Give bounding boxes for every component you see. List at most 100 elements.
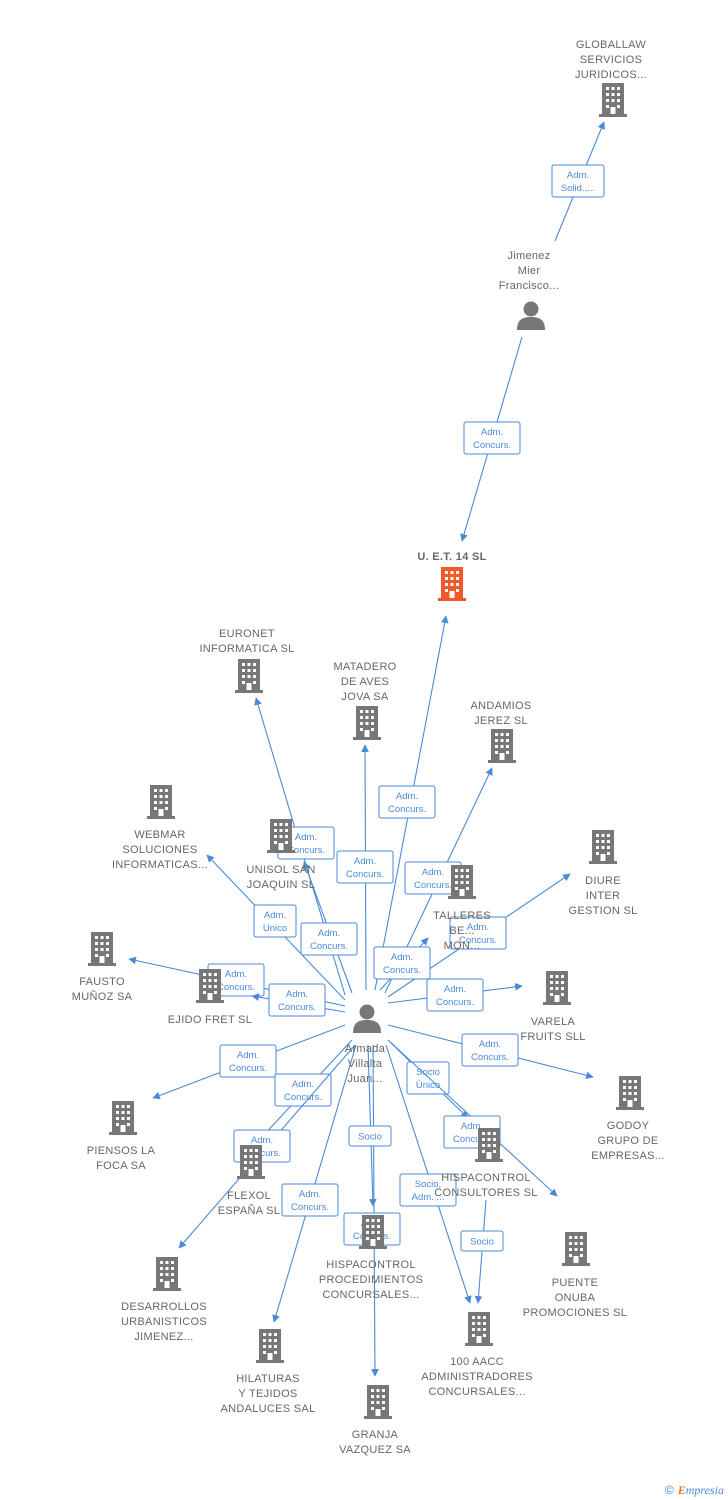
- edge-arm-flexol[interactable]: Adm.Concurs.: [261, 1039, 353, 1138]
- node-label: INFORMATICAS...: [112, 859, 208, 871]
- edge-arm-aacc[interactable]: Socio,Adm. ...: [385, 1044, 472, 1304]
- edge-jim-uet[interactable]: Adm.Concurs.: [460, 336, 523, 542]
- node-label: PIENSOS LA: [87, 1145, 156, 1157]
- edge-label-text: Adm.: [292, 1079, 314, 1090]
- edge-arm-varela[interactable]: Adm.Concurs.: [387, 978, 523, 1012]
- node-label: DESARROLLOS: [121, 1301, 207, 1313]
- node-webmar[interactable]: WEBMARSOLUCIONESINFORMATICAS...: [112, 785, 208, 871]
- edge-label-box[interactable]: [268, 983, 326, 1017]
- node-label: GRUPO DE: [597, 1135, 658, 1147]
- node-globallaw[interactable]: GLOBALLAWSERVICIOSJURIDICOS...: [575, 39, 647, 117]
- edge-label-box[interactable]: [281, 1183, 339, 1217]
- building-icon: [488, 729, 516, 763]
- edge-arm-granja[interactable]: Adm.Concurs.: [343, 1044, 401, 1377]
- edge-label-box[interactable]: [348, 1125, 392, 1147]
- node-label: ANDALUCES SAL: [221, 1403, 316, 1415]
- node-label: MATADERO: [333, 661, 396, 673]
- edge-arm-godoy[interactable]: Adm. Concurs.: [387, 1024, 594, 1080]
- node-jimenez[interactable]: JimenezMierFrancisco...: [499, 250, 559, 330]
- edge-arm-hilaturas[interactable]: Adm.Concurs.: [272, 1044, 357, 1323]
- edge-label-text: Concurs.: [278, 1002, 316, 1013]
- node-label: EURONET: [219, 628, 275, 640]
- edge-arm-puente[interactable]: Adm. Concurs.: [387, 1039, 558, 1197]
- node-label: CONCURSALES...: [428, 1386, 525, 1398]
- node-label: SOLUCIONES: [122, 844, 197, 856]
- edge-label-text: Concurs.: [383, 965, 421, 976]
- edge-label-box[interactable]: [426, 978, 484, 1012]
- building-icon: [589, 830, 617, 864]
- node-label: Jimenez: [507, 250, 550, 262]
- edge-label-text: Adm.: [467, 922, 489, 933]
- node-label: Y TEJIDOS: [238, 1388, 297, 1400]
- edge-label-text: Adm.: [444, 984, 466, 995]
- node-label: GESTION SL: [568, 905, 637, 917]
- edge-label-box[interactable]: [551, 164, 605, 198]
- edge-label-text: Concurs.: [473, 440, 511, 451]
- node-talleres[interactable]: TALLERESBE...MON...: [433, 865, 491, 952]
- edge-arm-diure[interactable]: Adm. Concurs.: [387, 873, 571, 998]
- building-icon: [438, 567, 466, 601]
- edge-label-text: Concurs.: [346, 869, 384, 880]
- edge-label-box[interactable]: [336, 850, 394, 884]
- edge-arm-unisol[interactable]: Adm.Concurs.: [300, 861, 358, 994]
- node-label: HISPACONTROL: [441, 1172, 531, 1184]
- edge-arm-andamios[interactable]: Adm. Concurs.: [384, 767, 493, 994]
- edge-arm-talleres[interactable]: Adm.Concurs.: [373, 937, 431, 991]
- edge-label-box[interactable]: [373, 946, 431, 980]
- edge-label-box[interactable]: [399, 1173, 457, 1207]
- building-icon: [235, 659, 263, 693]
- edge-label-text: Único: [416, 1080, 440, 1091]
- node-label: Armada: [345, 1043, 386, 1055]
- building-icon: [543, 971, 571, 1005]
- edge-label-text: Concurs.: [414, 880, 452, 891]
- building-icon: [465, 1312, 493, 1346]
- edge-label-box[interactable]: [449, 916, 507, 950]
- edge-arm-ejido[interactable]: Adm.Concurs.: [251, 983, 346, 1017]
- edge-label-box[interactable]: [463, 421, 521, 455]
- edge-label-text: Adm.: [225, 969, 247, 980]
- node-hispaproc[interactable]: HISPACONTROLPROCEDIMIENTOSCONCURSALES...: [319, 1215, 423, 1301]
- node-ejido[interactable]: EJIDO FRET SL: [168, 969, 252, 1026]
- edge-label-box[interactable]: [378, 785, 436, 819]
- edge-label-box[interactable]: [461, 1033, 519, 1067]
- edge-jim-glob[interactable]: Adm.Solid.,...: [551, 121, 605, 242]
- node-label: PROMOCIONES SL: [523, 1307, 627, 1319]
- edge-hispaconsult-aacc[interactable]: Socio: [460, 1199, 504, 1304]
- edge-label-text: Adm.: [479, 1039, 501, 1050]
- edge-label-box[interactable]: [300, 922, 358, 956]
- node-uet14[interactable]: U. E.T. 14 SL: [417, 551, 486, 601]
- node-desarrollos[interactable]: DESARROLLOSURBANISTICOSJIMENEZ...: [121, 1257, 207, 1343]
- edge-label-box[interactable]: [219, 1044, 277, 1078]
- edge-label-box[interactable]: [460, 1230, 504, 1252]
- node-label: VARELA: [531, 1016, 576, 1028]
- edge-arm-webmar[interactable]: Adm. Unico: [206, 854, 346, 1001]
- node-aacc100[interactable]: 100 AACCADMINISTRADORESCONCURSALES...: [421, 1312, 532, 1398]
- edge-arm-piensos[interactable]: Adm.Concurs.: [152, 1024, 346, 1100]
- edge-label-box[interactable]: [253, 904, 297, 938]
- edge-label-box[interactable]: [274, 1073, 332, 1107]
- edge-label-text: Concurs.: [471, 1052, 509, 1063]
- edge-arm-matadero[interactable]: Adm.Concurs.: [336, 744, 394, 991]
- edge-arm-uet[interactable]: Adm.Concurs.: [374, 615, 449, 991]
- edge-label-text: Unico: [263, 923, 287, 934]
- node-label: SERVICIOS: [580, 54, 642, 66]
- edge-label-text: Adm.: [264, 910, 286, 921]
- edge-arm-hispaproc[interactable]: Socio: [348, 1044, 392, 1207]
- node-armada[interactable]: ArmadaVillaltaJuan...: [345, 1004, 386, 1086]
- building-icon: [599, 83, 627, 117]
